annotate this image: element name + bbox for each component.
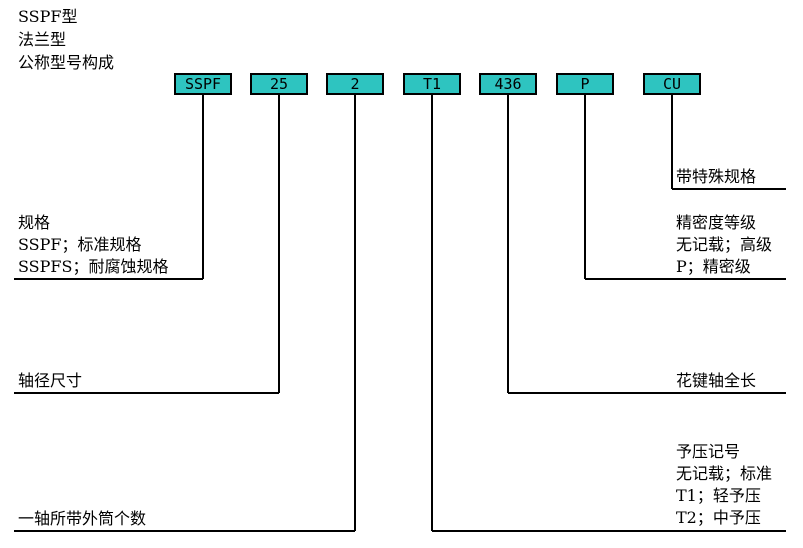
preload-light: T1；轻予压 bbox=[676, 486, 761, 505]
title-line-3: 公称型号构成 bbox=[18, 53, 115, 72]
code-box-special: CU bbox=[643, 73, 701, 95]
precision-precise: P；精密级 bbox=[676, 257, 751, 276]
outer-count-label: 一轴所带外筒个数 bbox=[18, 509, 147, 528]
special-spec-label: 带特殊规格 bbox=[676, 167, 757, 186]
spline-length-label: 花键轴全长 bbox=[676, 371, 757, 390]
code-box-shaft-diameter: 25 bbox=[250, 73, 308, 95]
precision-heading: 精密度等级 bbox=[676, 213, 757, 232]
shaft-diameter-label: 轴径尺寸 bbox=[18, 371, 83, 390]
title-line-1: SSPF型 bbox=[18, 7, 78, 26]
spec-standard: SSPF；标准规格 bbox=[18, 235, 142, 254]
code-box-outer-count: 2 bbox=[326, 73, 384, 95]
code-box-series: SSPF bbox=[174, 73, 232, 95]
code-box-precision: P bbox=[556, 73, 614, 95]
preload-heading: 予压记号 bbox=[676, 442, 741, 461]
spec-heading: 规格 bbox=[18, 213, 51, 232]
precision-high: 无记载；高级 bbox=[676, 235, 773, 254]
preload-medium: T2；中予压 bbox=[676, 508, 761, 527]
title-line-2: 法兰型 bbox=[18, 30, 67, 49]
spec-corrosion: SSPFS；耐腐蚀规格 bbox=[18, 257, 169, 276]
code-box-length: 436 bbox=[479, 73, 537, 95]
code-box-preload: T1 bbox=[403, 73, 461, 95]
preload-standard: 无记载；标准 bbox=[676, 464, 773, 483]
